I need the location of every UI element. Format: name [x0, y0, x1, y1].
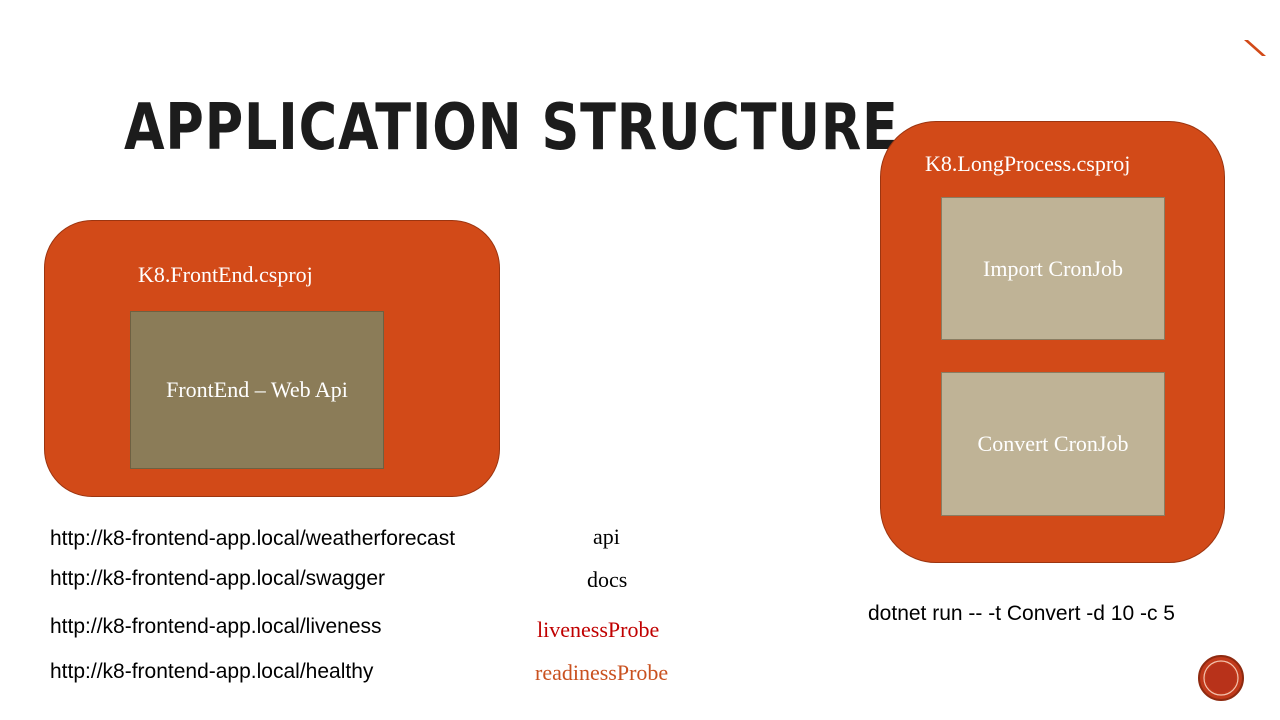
slide-corner-mark-icon	[1244, 40, 1266, 56]
endpoint-label-docs: docs	[587, 567, 628, 592]
slide-title: Application Structure	[124, 91, 899, 165]
nav-circle-icon[interactable]	[1197, 654, 1245, 702]
endpoint-label-api: api	[593, 524, 620, 549]
longprocess-project-label: K8.LongProcess.csproj	[925, 151, 1131, 176]
convert-cronjob-box: Convert CronJob	[941, 372, 1165, 516]
endpoint-url-healthy: http://k8-frontend-app.local/healthy	[50, 660, 374, 683]
import-cronjob-box: Import CronJob	[941, 197, 1165, 340]
endpoint-label-readiness-probe: readinessProbe	[535, 660, 669, 685]
dotnet-run-command: dotnet run -- -t Convert -d 10 -c 5	[868, 602, 1175, 625]
endpoint-url-swagger: http://k8-frontend-app.local/swagger	[50, 567, 386, 590]
endpoint-label-liveness-probe: livenessProbe	[537, 617, 660, 642]
frontend-project-label: K8.FrontEnd.csproj	[138, 262, 313, 287]
frontend-web-api-box: FrontEnd – Web Api	[130, 311, 384, 469]
endpoint-url-liveness: http://k8-frontend-app.local/liveness	[50, 615, 382, 638]
endpoint-url-weatherforecast: http://k8-frontend-app.local/weatherfore…	[50, 527, 456, 550]
